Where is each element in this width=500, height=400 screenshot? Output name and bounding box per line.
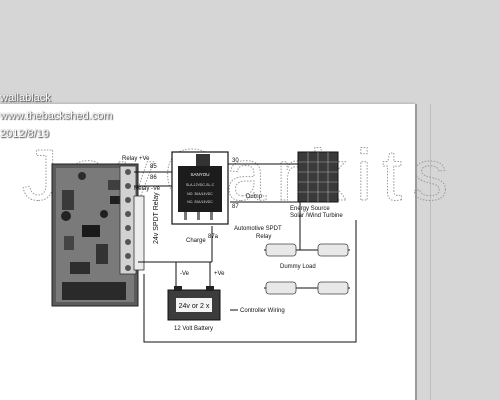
pin-85-label: 85 bbox=[150, 164, 157, 170]
relay-caption-line2: Relay bbox=[256, 234, 271, 240]
paper-edge-shadow bbox=[430, 104, 431, 400]
pin-86-label: 86 bbox=[150, 175, 157, 181]
relay-model: SLA-12VDC-SL-C bbox=[186, 183, 215, 187]
watermark-user: wallablack bbox=[0, 92, 51, 104]
relay-rating-no: NO: 30A/14VDC bbox=[187, 192, 213, 196]
controller-board bbox=[51, 163, 139, 307]
watermark-date: 2012/8/19 bbox=[0, 128, 49, 140]
label-relay-pos: Relay +Ve bbox=[122, 156, 150, 162]
label-charge: Charge bbox=[186, 238, 206, 244]
pin-30-label: 30 bbox=[232, 158, 239, 164]
label-energy-source: Energy Source bbox=[290, 206, 330, 212]
relay-caption-line1: Automotive SPDT bbox=[234, 226, 282, 232]
automotive-relay: SANYOU SLA-12VDC-SL-C NO: 30A/14VDC NC: … bbox=[171, 151, 229, 225]
wire-controller-loop bbox=[143, 220, 357, 343]
paper-edge bbox=[415, 104, 417, 400]
dummy-load bbox=[265, 243, 349, 295]
label-neg: -Ve bbox=[180, 271, 190, 277]
battery: 24v or 2 x bbox=[167, 286, 221, 321]
relay-brand: SANYOU bbox=[190, 172, 209, 177]
board-relay-label: 24v SPDT Relay bbox=[153, 192, 160, 244]
label-pos: +Ve bbox=[214, 271, 225, 277]
battery-caption: 12 Volt Battery bbox=[174, 326, 213, 332]
label-dummy-load: Dummy Load bbox=[280, 264, 316, 270]
label-dump: Dump bbox=[246, 194, 263, 200]
solar-panel bbox=[297, 151, 339, 203]
pin-87-label: 87 bbox=[232, 204, 239, 210]
relay-rating-nc: NC: 20A/14VDC bbox=[187, 200, 213, 204]
watermark-site: www.thebackshed.com bbox=[0, 110, 113, 122]
label-controller-wiring: Controller Wiring bbox=[240, 308, 285, 314]
board-relay: 24v SPDT Relay bbox=[133, 192, 160, 271]
pin-87a-label: 87a bbox=[208, 234, 219, 240]
label-energy-source-type: Solar /Wind Turbine bbox=[290, 213, 343, 219]
forum-watermark: wallablack www.thebackshed.com 2012/8/19 bbox=[0, 85, 113, 148]
label-relay-neg: Relay -Ve bbox=[134, 186, 161, 192]
battery-marking: 24v or 2 x bbox=[179, 303, 210, 310]
